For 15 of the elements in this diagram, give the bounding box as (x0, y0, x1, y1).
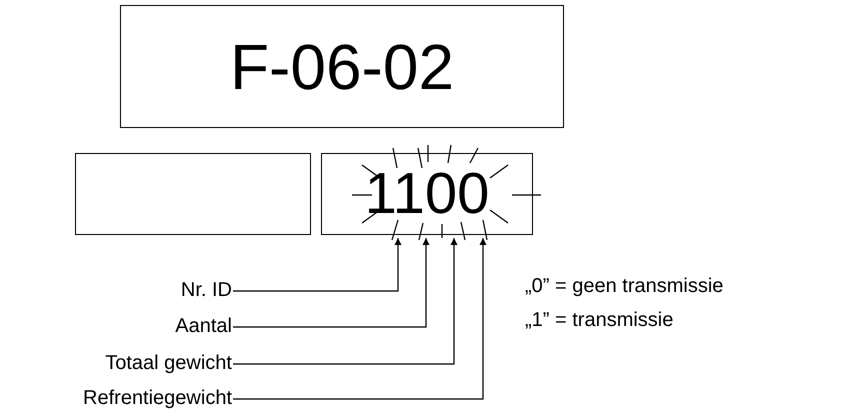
note-text: „1” = transmissie (525, 310, 674, 330)
leader-line (233, 238, 458, 365)
note-text: „0” = geen transmissie (525, 276, 724, 296)
display-code: F-06-02 (230, 34, 454, 98)
leader-line (233, 238, 402, 292)
leader-label: Aantal (175, 316, 232, 336)
display-field (321, 153, 533, 235)
display-digits: 1100 (364, 165, 490, 223)
display-panel (120, 5, 564, 128)
leader-label: Totaal gewicht (105, 353, 232, 373)
display-field (75, 153, 311, 235)
leader-line (233, 238, 430, 328)
leader-line (233, 238, 486, 400)
leader-label: Nr. ID (180, 280, 232, 300)
leader-label: Refrentiegewicht (83, 388, 232, 408)
